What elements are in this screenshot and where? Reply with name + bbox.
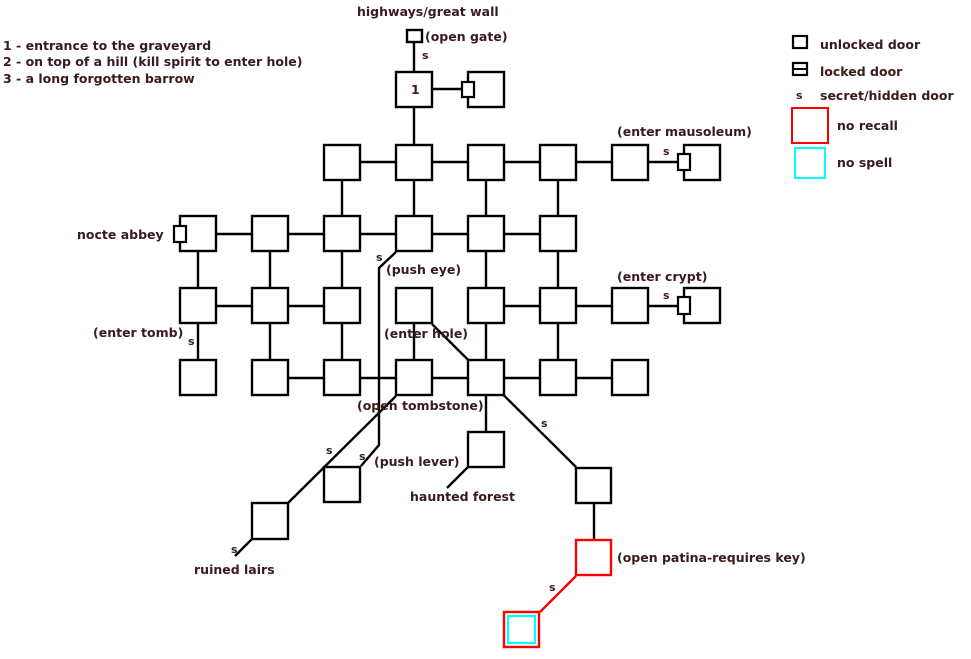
secret-mark: s xyxy=(663,145,670,158)
room-no-recall-no-spell[interactable] xyxy=(502,610,541,649)
room-1[interactable] xyxy=(394,70,434,109)
label-enter-crypt: (enter crypt) xyxy=(617,269,707,284)
rooms xyxy=(172,28,722,649)
room[interactable] xyxy=(178,286,218,325)
no-spell-marker xyxy=(506,614,537,645)
path-tombstone-secret xyxy=(287,395,397,504)
legend-no-spell: no spell xyxy=(837,155,892,170)
path-haunted-forest-exit xyxy=(446,466,469,489)
room[interactable] xyxy=(466,286,506,325)
secret-mark: s xyxy=(376,251,383,264)
label-push-eye: (push eye) xyxy=(386,262,461,277)
legend-secret-door: secret/hidden door xyxy=(820,88,954,103)
room[interactable] xyxy=(322,143,362,182)
secret-mark: s xyxy=(541,417,548,430)
room-number-1: 1 xyxy=(411,82,420,97)
room[interactable] xyxy=(610,358,650,397)
no-recall-icon xyxy=(791,107,829,144)
room[interactable] xyxy=(250,214,290,253)
secret-mark: s xyxy=(188,335,195,348)
door-1-east[interactable] xyxy=(460,80,476,99)
room-patina-no-recall[interactable] xyxy=(574,538,613,577)
key-item-1: 1 - entrance to the graveyard xyxy=(3,38,211,53)
no-spell-icon xyxy=(794,147,826,179)
room[interactable] xyxy=(538,358,578,397)
label-open-gate: (open gate) xyxy=(425,29,508,44)
room-gate[interactable] xyxy=(405,28,424,44)
secret-symbol-icon: s xyxy=(796,89,803,102)
room[interactable] xyxy=(538,214,578,253)
room[interactable] xyxy=(322,286,362,325)
label-open-patina: (open patina-requires key) xyxy=(617,550,806,565)
label-nocte-abbey: nocte abbey xyxy=(77,227,164,242)
room-push-eye[interactable] xyxy=(394,214,434,253)
label-enter-mausoleum: (enter mausoleum) xyxy=(617,124,752,139)
room-lairs-path[interactable] xyxy=(250,501,290,541)
room-forest-path[interactable] xyxy=(466,430,506,469)
key-item-3: 3 - a long forgotten barrow xyxy=(3,71,195,86)
room-2[interactable] xyxy=(394,286,434,325)
room-3[interactable] xyxy=(574,466,613,505)
room[interactable] xyxy=(538,286,578,325)
secret-mark: s xyxy=(549,581,556,594)
secret-mark: s xyxy=(359,450,366,463)
room[interactable] xyxy=(466,143,506,182)
label-enter-tomb: (enter tomb) xyxy=(93,325,183,340)
label-open-tombstone: (open tombstone) xyxy=(357,398,484,413)
legend-no-recall: no recall xyxy=(837,118,898,133)
door-mausoleum[interactable] xyxy=(676,152,692,172)
legend: unlocked door locked door s secret/hidde… xyxy=(791,34,954,179)
unlocked-door-icon xyxy=(791,34,809,50)
room[interactable] xyxy=(394,143,434,182)
secret-mark: s xyxy=(663,289,670,302)
room[interactable] xyxy=(250,358,290,397)
room[interactable] xyxy=(466,214,506,253)
room[interactable] xyxy=(322,358,362,397)
room[interactable] xyxy=(538,143,578,182)
room-lever[interactable] xyxy=(322,465,362,504)
room[interactable] xyxy=(322,214,362,253)
label-ruined-lairs: ruined lairs xyxy=(194,562,275,577)
label-push-lever: (push lever) xyxy=(374,454,460,469)
secret-mark: s xyxy=(326,444,333,457)
room-tombstone[interactable] xyxy=(394,358,434,397)
room[interactable] xyxy=(250,286,290,325)
map-title: highways/great wall xyxy=(357,4,499,19)
room-nocte-abbey[interactable] xyxy=(178,214,218,253)
room[interactable] xyxy=(610,286,650,325)
room[interactable] xyxy=(466,358,506,397)
key-item-2: 2 - on top of a hill (kill spirit to ent… xyxy=(3,54,302,69)
label-enter-hole: (enter hole) xyxy=(384,326,468,341)
label-haunted-forest: haunted forest xyxy=(410,489,515,504)
legend-unlocked-door: unlocked door xyxy=(820,37,921,52)
legend-locked-door: locked door xyxy=(820,64,903,79)
room-tomb[interactable] xyxy=(178,358,218,397)
door-crypt[interactable] xyxy=(676,295,692,316)
room[interactable] xyxy=(610,143,650,182)
path-push-eye-secret xyxy=(360,251,397,467)
secret-mark: s xyxy=(422,49,429,62)
door-nocte-abbey[interactable] xyxy=(172,224,188,244)
path-ruined-lairs-exit xyxy=(234,538,253,557)
path-patina-secret xyxy=(539,575,577,613)
secret-mark: s xyxy=(231,543,238,556)
